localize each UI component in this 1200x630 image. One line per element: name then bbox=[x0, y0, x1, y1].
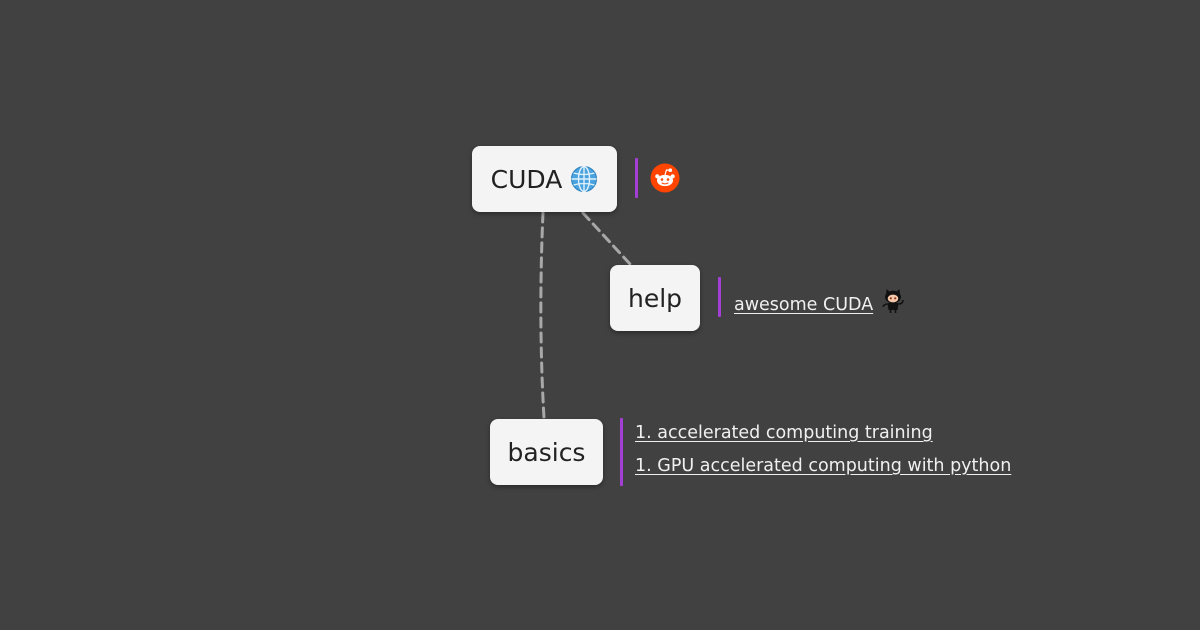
globe-icon bbox=[570, 165, 598, 193]
github-icon[interactable] bbox=[878, 285, 908, 320]
root-links-bar bbox=[635, 158, 638, 198]
node-help[interactable]: help bbox=[610, 265, 700, 331]
edge-cuda-basics bbox=[539, 211, 546, 420]
node-basics[interactable]: basics bbox=[490, 419, 603, 485]
node-cuda-label: CUDA bbox=[490, 164, 563, 194]
basics-links: 1. accelerated computing training 1. GPU… bbox=[635, 423, 1011, 476]
help-links: awesome CUDA bbox=[734, 289, 908, 320]
node-basics-label: basics bbox=[507, 437, 586, 467]
edge-cuda-help bbox=[581, 211, 632, 266]
node-help-label: help bbox=[627, 283, 683, 313]
basics-links-bar bbox=[620, 418, 623, 486]
reddit-icon[interactable] bbox=[650, 163, 680, 197]
help-links-bar bbox=[718, 277, 721, 317]
link-gpu-accelerated-computing-python[interactable]: 1. GPU accelerated computing with python bbox=[635, 456, 1012, 476]
link-accelerated-computing-training[interactable]: 1. accelerated computing training bbox=[635, 423, 933, 443]
node-cuda[interactable]: CUDA bbox=[472, 146, 617, 212]
link-awesome-cuda[interactable]: awesome CUDA bbox=[734, 294, 874, 315]
